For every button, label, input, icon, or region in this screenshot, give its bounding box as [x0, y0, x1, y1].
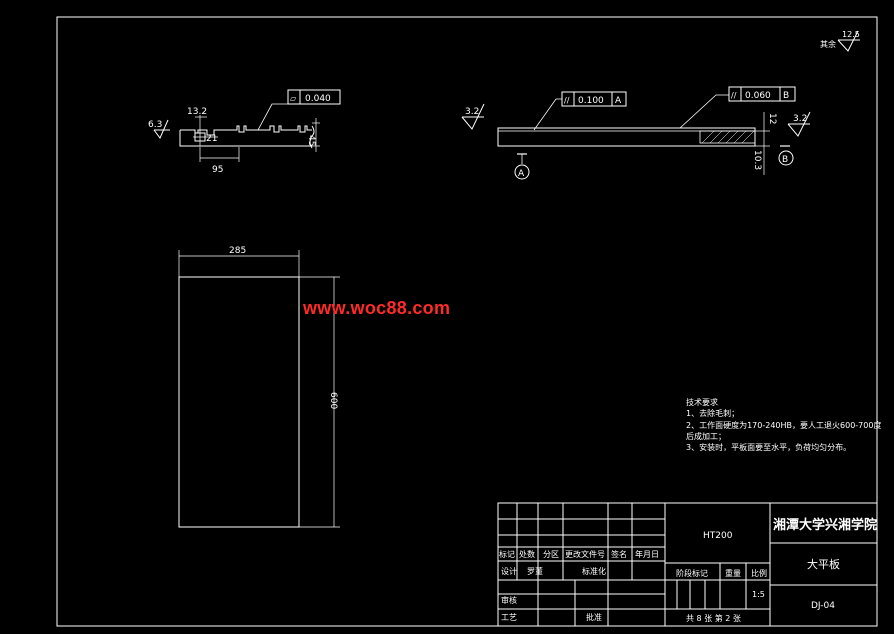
notes-heading: 技术要求 [686, 397, 718, 407]
tb-school: 湘潭大学兴湘学院 [773, 517, 877, 533]
tb-scale-value: 1:5 [752, 590, 765, 599]
dim-height: 45 [306, 135, 316, 146]
flatness-symbol: ▱ [290, 94, 297, 103]
notes-line4: 3、安装时，平板面要至水平，负荷均匀分布。 [686, 442, 851, 452]
plan-view: 285 600 [178, 246, 340, 528]
dim-right-12: 12 [767, 113, 777, 124]
tb-design: 设计 [501, 566, 517, 576]
parallel-a-symbol: // [564, 96, 570, 105]
tb-sheet-info: 共 8 张 第 2 张 [686, 613, 741, 623]
tb-count: 处数 [519, 549, 535, 559]
tb-drawing-no: DJ-04 [811, 601, 835, 611]
dim-slot-width: 13.2 [187, 107, 207, 117]
roughness-top-left-value: 3.2 [465, 107, 479, 117]
general-roughness: 其余 12.5 [820, 30, 860, 52]
tb-mark: 标记 [499, 549, 515, 559]
dim-right-10-3: 10.3 [752, 150, 762, 170]
tb-standardize: 标准化 [582, 566, 606, 576]
tb-process: 工艺 [501, 613, 517, 622]
dim-slot-pitch: 95 [212, 165, 223, 175]
elevation-view: 3.2 A B 3.2 12 10.3 [461, 86, 811, 180]
tb-signature: 签名 [611, 549, 627, 559]
roughness-general-label: 其余 [820, 39, 836, 49]
tb-scale-label: 比例 [751, 568, 767, 578]
roughness-top-right-value: 3.2 [793, 114, 807, 124]
datum-a-label: A [518, 169, 525, 179]
parallel-b-datum: B [783, 91, 789, 101]
tb-designer: 罗董 [527, 566, 543, 576]
parallel-b-value: 0.060 [745, 91, 771, 101]
tb-date: 年月日 [635, 549, 659, 559]
tb-change-doc: 更改文件号 [565, 549, 605, 559]
tb-review: 审核 [501, 595, 517, 605]
tb-zone: 分区 [543, 550, 559, 559]
dim-plan-length: 600 [328, 392, 338, 409]
dim-slot-depth: 21 [206, 134, 217, 144]
roughness-general-value: 12.5 [842, 30, 860, 39]
roughness-side-value: 6.3 [148, 120, 162, 130]
tb-material: HT200 [703, 531, 733, 541]
parallel-a-value: 0.100 [578, 96, 604, 106]
technical-notes: 技术要求 1、去除毛刺； 2、工作面硬度为170-240HB，要人工退火600-… [686, 397, 881, 452]
parallel-b-symbol: // [731, 91, 737, 100]
notes-line1: 1、去除毛刺； [686, 408, 739, 418]
tb-weight: 重量 [725, 568, 741, 578]
title-block [497, 502, 878, 627]
notes-line3: 后成加工； [686, 431, 726, 441]
section-view: 6.3 13.2 21 95 45 ▱ 0.040 [148, 89, 341, 175]
tb-stage-mark: 阶段标记 [676, 568, 708, 578]
title-block-text: 标记 处数 分区 更改文件号 签名 年月日 设计 罗董 标准化 审核 工艺 批准… [499, 517, 877, 623]
flatness-left-value: 0.040 [305, 94, 331, 104]
parallel-a-datum: A [615, 96, 622, 106]
tb-part-name: 大平板 [807, 557, 840, 571]
watermark-text: www.woc88.com [303, 298, 451, 318]
datum-b-label: B [782, 155, 788, 165]
tb-approve: 批准 [586, 612, 602, 622]
drawing-frame [56, 16, 878, 627]
notes-line2: 2、工作面硬度为170-240HB，要人工退火600-700度 [686, 420, 881, 430]
dim-plan-width: 285 [229, 246, 246, 256]
